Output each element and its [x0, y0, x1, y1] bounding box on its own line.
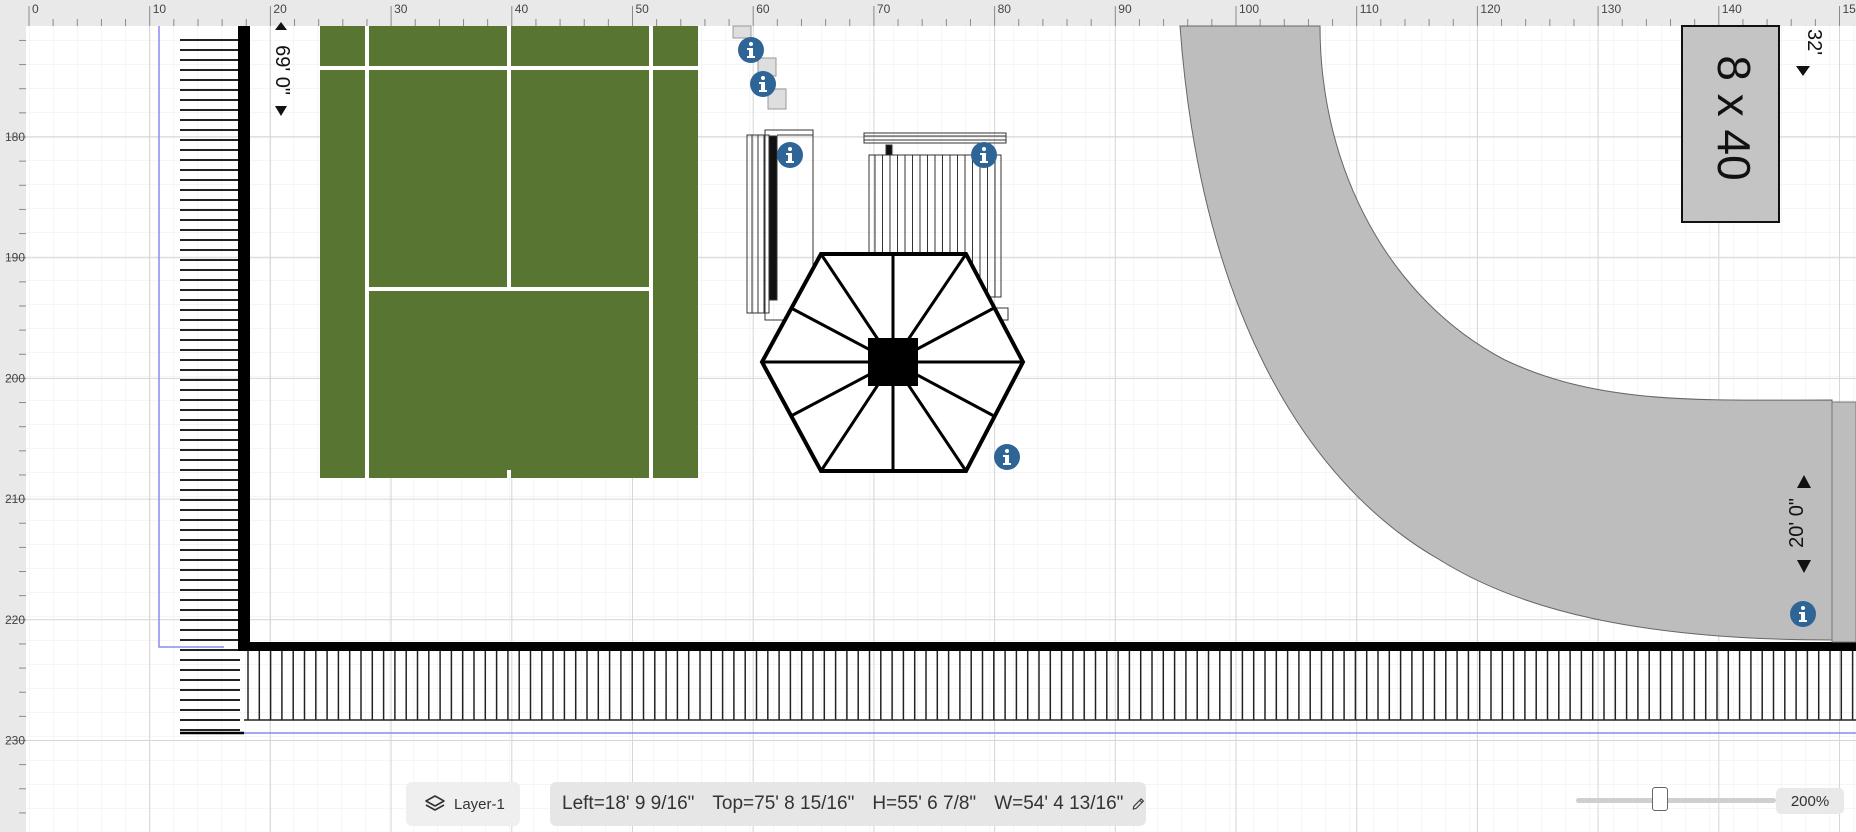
selection-top: Top=75' 8 15/16" [712, 793, 855, 814]
left-fence[interactable] [180, 26, 250, 731]
top-ruler-labels: 0 10 20 30 40 50 60 70 80 90 100 110 120 130 140 150 [32, 2, 1856, 16]
zoom-slider-track[interactable] [1576, 798, 1776, 803]
left-ruler-label: 230 [5, 734, 25, 748]
layers-icon [425, 795, 445, 811]
info-icon[interactable] [1790, 601, 1816, 627]
tennis-court[interactable] [320, 26, 698, 478]
dimension-tennis-height-label: 69' 0" [271, 45, 293, 95]
dimension-right-width-label: 20' 0" [1786, 498, 1808, 548]
info-icon[interactable] [777, 142, 803, 168]
top-ruler-label: 120 [1480, 2, 1500, 16]
selection-outline [158, 26, 1856, 734]
top-ruler-label: 140 [1722, 2, 1742, 16]
left-ruler[interactable] [0, 0, 26, 832]
storage-container[interactable]: 8 x 40 [1681, 25, 1780, 223]
top-ruler-label: 150 [1843, 2, 1856, 16]
top-ruler-label: 40 [515, 2, 529, 16]
top-ruler-ticks [28, 6, 1840, 26]
selection-width: W=54' 4 13/16" [994, 793, 1124, 814]
top-ruler-label: 20 [273, 2, 287, 16]
bench-left[interactable] [746, 129, 814, 321]
layer-name: Layer-1 [454, 795, 505, 813]
info-icon[interactable] [994, 444, 1020, 470]
bottom-fence[interactable] [180, 642, 1856, 735]
selection-left: Left=18' 9 9/16" [562, 793, 695, 814]
curved-driveway[interactable] [1179, 25, 1856, 643]
hexagon-gazebo[interactable] [759, 252, 1026, 473]
top-ruler-label: 30 [394, 2, 408, 16]
zoom-slider-thumb[interactable] [1652, 787, 1668, 811]
left-ruler-label: 210 [5, 492, 25, 506]
top-ruler-label: 130 [1601, 2, 1621, 16]
selection-info-bar: Left=18' 9 9/16" Top=75' 8 15/16" H=55' … [550, 782, 1146, 826]
top-ruler-label: 110 [1360, 2, 1379, 16]
top-ruler-label: 70 [877, 2, 891, 16]
top-ruler-label: 0 [32, 2, 39, 16]
left-ruler-ticks [6, 39, 26, 814]
top-ruler[interactable] [0, 0, 1856, 26]
info-icon[interactable] [971, 142, 997, 168]
dimension-top-right-label: 32' [1803, 29, 1825, 55]
selection-height: H=55' 6 7/8" [872, 793, 977, 814]
top-ruler-label: 100 [1239, 2, 1259, 16]
dimension-right-width[interactable]: 20' 0" [1786, 475, 1811, 573]
left-ruler-label: 200 [5, 371, 25, 385]
left-ruler-label: 180 [5, 130, 25, 144]
top-ruler-label: 90 [1118, 2, 1132, 16]
top-ruler-label: 10 [153, 2, 167, 16]
top-ruler-label: 60 [756, 2, 770, 16]
info-icon[interactable] [750, 71, 776, 97]
info-icon[interactable] [738, 37, 764, 63]
dimension-top-right[interactable]: 32' [1796, 29, 1825, 76]
container-label: 8 x 40 [1708, 55, 1760, 180]
top-ruler-label: 80 [998, 2, 1012, 16]
dimension-tennis-height[interactable]: 69' 0" [271, 22, 293, 116]
left-ruler-labels: 180 190 200 210 220 230 [5, 130, 25, 748]
zoom-level[interactable]: 200% [1776, 788, 1844, 814]
layer-selector[interactable]: Layer-1 [406, 782, 520, 826]
left-ruler-label: 190 [5, 251, 25, 265]
info-badges [738, 37, 1816, 627]
left-ruler-label: 220 [5, 613, 25, 627]
top-ruler-label: 50 [636, 2, 650, 16]
pencil-icon[interactable] [1131, 794, 1146, 814]
